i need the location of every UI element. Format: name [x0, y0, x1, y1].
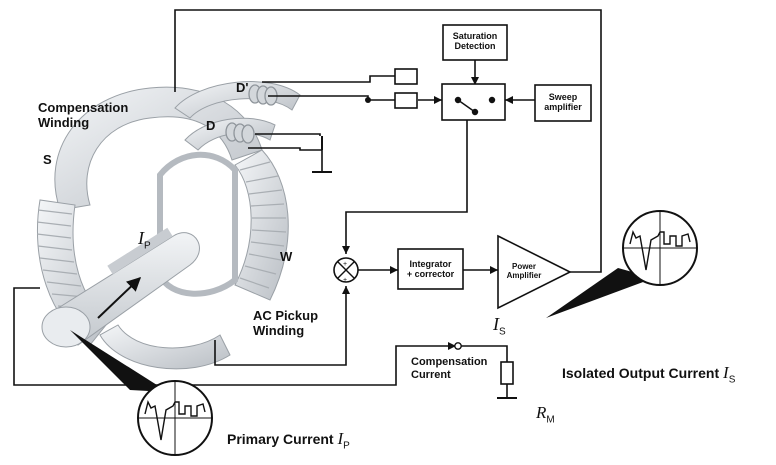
rm-symbol: RM — [536, 403, 555, 426]
isolated-output-label: Isolated Output Current IS — [562, 363, 736, 386]
resistor-icon — [500, 361, 514, 385]
s-label: S — [43, 152, 52, 167]
wire-compensation-loop — [13, 287, 456, 386]
primary-current-arrow — [97, 277, 142, 319]
d-prime-coil — [248, 84, 278, 106]
oscilloscope-icon — [70, 330, 213, 456]
ac-pickup-winding-label: AC Pickup Winding — [253, 308, 319, 338]
wire-top-loop — [174, 9, 602, 273]
integrator-label: Integrator + corrector — [406, 259, 455, 280]
arrow-from-sweep — [505, 96, 513, 104]
is-symbol: IS — [493, 314, 506, 338]
arrow-into-sum-top — [342, 246, 350, 254]
arrow-into-amp — [490, 266, 498, 274]
oscilloscope-icon — [546, 210, 698, 318]
arrow-from-saturation — [471, 77, 479, 85]
circuit-wiring — [13, 9, 602, 398]
lower-ring — [99, 324, 231, 370]
transformer-illustration — [36, 81, 301, 370]
saturation-detection-label: Saturation Detection — [452, 31, 498, 52]
ip-symbol: IP — [138, 228, 151, 252]
sum-plus-top: + — [343, 261, 347, 268]
pickup-winding-stack — [234, 149, 289, 301]
w-label: W — [280, 249, 293, 264]
primary-current-label: Primary Current IP — [227, 429, 350, 452]
wire-comp-node-to-resistor — [461, 345, 508, 362]
compensation-current-label: Compensation Current — [411, 356, 488, 381]
wire-pickup-to-sum — [214, 286, 347, 366]
wire-d-prime-upper — [262, 75, 395, 83]
d-prime-terminal-lower — [394, 92, 418, 109]
power-amplifier-label: Power Amplifier — [506, 262, 542, 281]
compensation-winding-label: Compensation Winding — [38, 100, 129, 130]
sweep-amplifier-box — [534, 84, 592, 122]
power-amplifier-triangle — [497, 234, 572, 310]
sweep-amplifier-label: Sweep amplifier — [544, 92, 582, 113]
d-label: D — [206, 118, 216, 133]
arrow-into-switch — [434, 96, 442, 104]
sum-plus-bottom: + — [343, 277, 347, 284]
summing-junction-icon — [333, 257, 359, 283]
wire-d-lower — [248, 147, 323, 172]
integrator-box — [397, 248, 464, 290]
switch-icon — [454, 96, 496, 116]
arrow-into-integrator — [390, 266, 398, 274]
d-prime-terminal-upper — [394, 68, 418, 85]
inner-frame — [157, 151, 238, 297]
d-prime-label: D' — [236, 80, 249, 95]
wire-d-upper — [255, 133, 321, 136]
junctions — [365, 97, 462, 350]
wire-switch-to-sum — [345, 118, 468, 254]
d-coil — [225, 122, 255, 144]
signal-arrows — [342, 77, 513, 350]
saturation-detection-box — [442, 24, 508, 61]
arrow-comp-current — [448, 342, 456, 350]
ground-icon — [312, 136, 332, 173]
arrow-into-sum-bottom — [342, 286, 350, 294]
